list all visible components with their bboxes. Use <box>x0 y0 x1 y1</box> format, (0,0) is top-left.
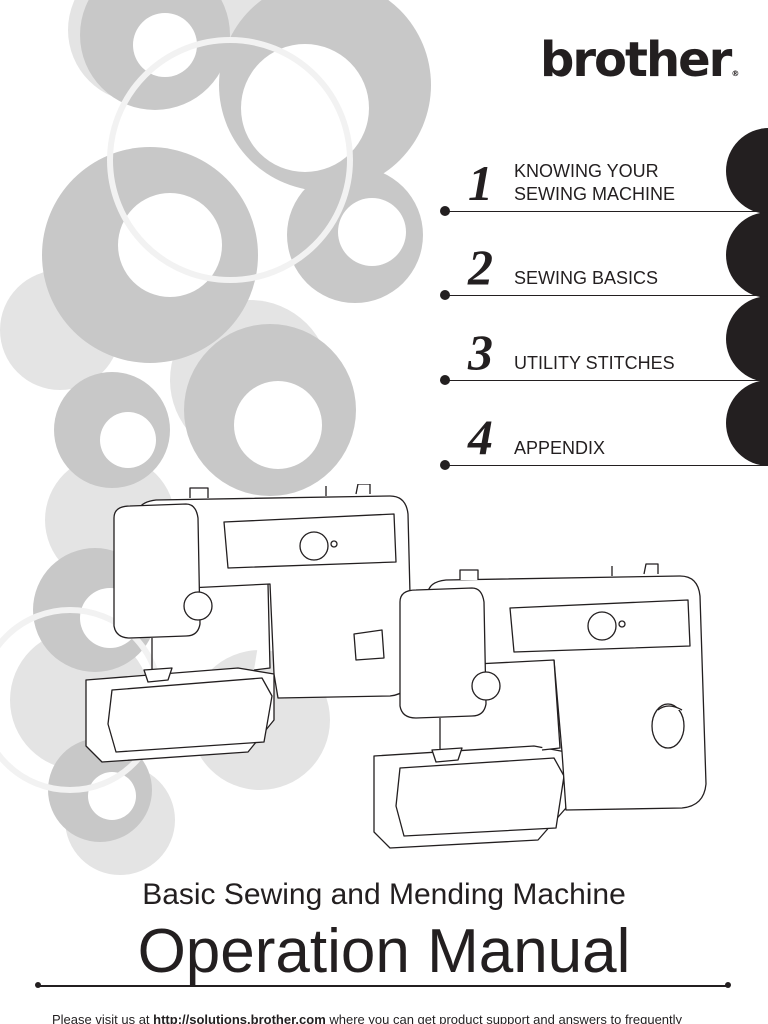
chapter-number: 1 <box>468 155 493 211</box>
sewing-machine-front <box>373 563 707 849</box>
chapter-rule <box>446 379 768 381</box>
support-url-link[interactable]: http://solutions.brother.com <box>153 1012 326 1024</box>
brother-logo: brother® <box>540 36 739 84</box>
sewing-machines-illustration <box>85 484 707 849</box>
chapter-number: 2 <box>468 239 493 295</box>
chapter-rule <box>446 464 768 466</box>
bullet-dot-icon <box>440 290 450 300</box>
title-divider <box>35 982 731 988</box>
bullet-dot-icon <box>440 206 450 216</box>
bullet-dot-icon <box>440 375 450 385</box>
cover-title: Operation Manual <box>137 917 631 986</box>
footer-text-before: Please visit us at <box>52 1012 154 1024</box>
table-of-contents: 1 KNOWING YOUR SEWING MACHINE 2 SEWING B… <box>0 0 768 480</box>
toc-item-knowing-your-sewing-machine[interactable]: 1 KNOWING YOUR SEWING MACHINE <box>440 146 768 216</box>
footer-note: Please visit us at http://solutions.brot… <box>52 1012 752 1024</box>
logo-wordmark: brother <box>540 32 732 88</box>
bullet-dot-icon <box>440 460 450 470</box>
toc-item-utility-stitches[interactable]: 3 UTILITY STITCHES <box>440 315 768 385</box>
toc-item-sewing-basics[interactable]: 2 SEWING BASICS <box>440 230 768 300</box>
chapter-rule <box>446 210 768 212</box>
footer-text-after: where you can get product support and an… <box>325 1012 683 1024</box>
chapter-rule <box>446 294 768 296</box>
toc-item-appendix[interactable]: 4 APPENDIX <box>440 400 768 470</box>
chapter-number: 4 <box>468 409 493 465</box>
sewing-machine-rear <box>85 484 413 763</box>
chapter-label: KNOWING YOUR SEWING MACHINE <box>514 161 676 204</box>
chapter-label: SEWING BASICS <box>514 268 659 288</box>
registered-mark: ® <box>731 69 740 78</box>
cover-subtitle: Basic Sewing and Mending Machine <box>142 878 626 911</box>
chapter-label: UTILITY STITCHES <box>514 353 675 373</box>
chapter-label: APPENDIX <box>514 438 606 458</box>
chapter-number: 3 <box>468 324 493 380</box>
